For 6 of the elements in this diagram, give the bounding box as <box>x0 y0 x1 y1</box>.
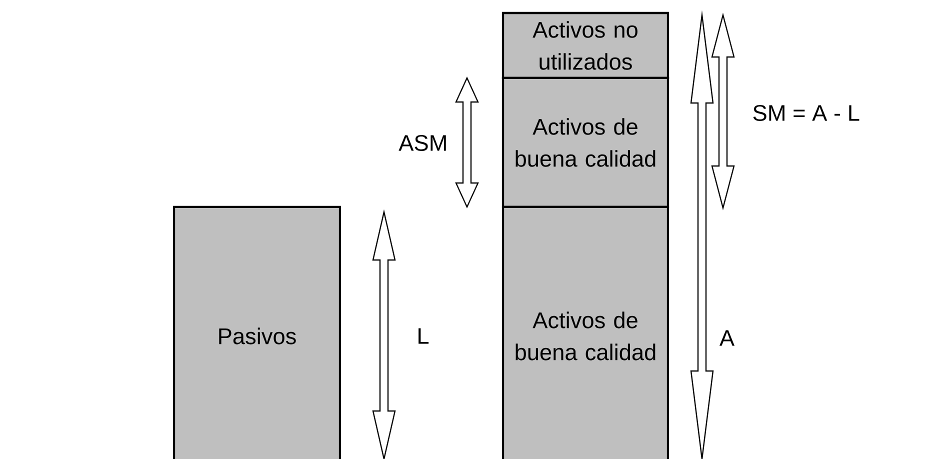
dimension-label: SM = A - L <box>753 104 860 122</box>
asset-box: Pasivos <box>172 206 342 459</box>
asset-box: Activos no utilizados <box>502 12 670 80</box>
dimension-label: ASM <box>398 134 446 152</box>
dimension-label: L <box>418 328 429 344</box>
dimension-label: A <box>719 330 735 346</box>
